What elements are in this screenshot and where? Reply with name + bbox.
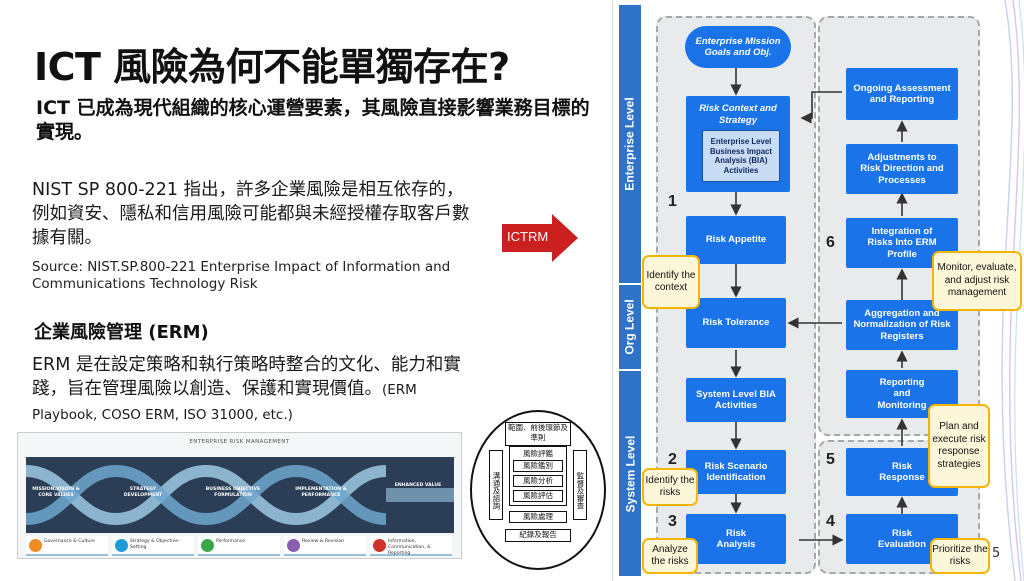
erm-banner: ENTERPRISE RISK MANAGEMENT MISSION,VISIO… [17, 432, 462, 559]
step-number-3: 3 [668, 513, 677, 530]
note-plan-execute: Plan and execute risk response strategie… [928, 404, 990, 488]
erm-component-review: Review & Revision [284, 536, 366, 556]
erm-component-label: Governance & Culture [44, 539, 95, 544]
erm-stage-5: ENHANCED VALUE [394, 483, 442, 488]
governance-icon [29, 539, 42, 552]
circle-monitoring-box: 監督及審查 [573, 450, 587, 520]
step-number-6: 6 [826, 234, 835, 251]
ictrm-arrow-icon [502, 214, 578, 262]
system-bia-box: System Level BIA Activities [686, 378, 786, 422]
note-analyze-risks: Analyze the risks [642, 538, 698, 574]
bia-box: Enterprise Level Business Impact Analysi… [702, 130, 780, 182]
erm-banner-header: ENTERPRISE RISK MANAGEMENT [189, 439, 290, 445]
nist-paragraph: NIST SP 800-221 指出，許多企業風險是相互依存的，例如資安、隱私和… [32, 180, 470, 248]
circle-step-identification: 風險鑑別 [513, 460, 563, 472]
reporting-monitoring-box: Reporting and Monitoring [846, 370, 958, 418]
erm-component-governance: Governance & Culture [26, 536, 108, 556]
erm-heading: 企業風險管理 (ERM) [34, 322, 209, 343]
risk-appetite-box: Risk Appetite [686, 216, 786, 264]
circle-communication-box: 溝通及諮詢 [489, 450, 503, 520]
erm-component-information: Information, Communication, & Reporting [370, 536, 452, 556]
circle-reporting-box: 紀錄及報告 [505, 529, 571, 542]
erm-component-label: Performance [216, 539, 246, 544]
risk-scenario-box: Risk Scenario Identification [686, 450, 786, 494]
ictrm-connectors [730, 68, 908, 546]
circle-step-assessment: 風險評鑑 [513, 449, 563, 460]
note-prioritize-risks: Prioritize the risks [930, 538, 990, 574]
risk-tolerance-box: Risk Tolerance [686, 298, 786, 348]
slide-title: ICT 風險為何不能單獨存在? [34, 45, 510, 89]
risk-context-title: Risk Context and Strategy [699, 103, 777, 126]
level-enterprise: Enterprise Level [618, 4, 642, 284]
level-system: System Level [618, 370, 642, 577]
note-identify-risks: Identify the risks [642, 468, 698, 506]
step-number-1: 1 [668, 193, 677, 210]
ongoing-assessment-box: Ongoing Assessment and Reporting [846, 68, 958, 120]
information-icon [373, 539, 386, 552]
erm-stage-4: IMPLEMENTATION & PERFORMANCE [295, 487, 347, 498]
erm-references: (ERM Playbook, COSO ERM, ISO 31000, etc.… [32, 382, 417, 423]
page-number: 5 [992, 546, 1001, 561]
step-number-4: 4 [826, 513, 835, 530]
circle-scope-box: 範圍、前後環節及準則 [505, 422, 571, 446]
erm-component-label: Strategy & Objective-Setting [130, 539, 180, 550]
circle-treatment-box: 風險處理 [509, 511, 567, 523]
erm-component-performance: Performance [198, 536, 280, 556]
adjustments-box: Adjustments to Risk Direction and Proces… [846, 144, 958, 194]
ictrm-arrow-label: ICTRM [507, 229, 549, 244]
review-icon [287, 539, 300, 552]
enterprise-mission-oval: Enterprise Mission Goals and Obj. [685, 26, 791, 68]
circle-step-evaluation: 風險評估 [513, 490, 563, 502]
erm-component-strategy: Strategy & Objective-Setting [112, 536, 194, 556]
erm-stage-1: MISSION,VISION & CORE VALUES [32, 487, 80, 498]
erm-helix [26, 464, 454, 526]
risk-analysis-box: Risk Analysis [686, 514, 786, 564]
circle-step-analysis: 風險分析 [513, 475, 563, 487]
performance-icon [201, 539, 214, 552]
erm-definition: ERM 是在設定策略和執行策略時整合的文化、能力和實踐，旨在管理風險以創造、保護… [32, 355, 461, 399]
note-identify-context: Identify the context [642, 255, 700, 309]
erm-component-label: Review & Revision [302, 539, 345, 544]
step-number-5: 5 [826, 451, 835, 468]
source-citation: Source: NIST.SP.800-221 Enterprise Impac… [32, 259, 451, 292]
erm-stage-2: STRATEGY DEVELOPMENT [123, 487, 163, 498]
strategy-icon [115, 539, 128, 552]
erm-paragraph: ERM 是在設定策略和執行策略時整合的文化、能力和實踐，旨在管理風險以創造、保護… [32, 353, 477, 427]
erm-component-label: Information, Communication, & Reporting [388, 539, 431, 556]
erm-stage-3: BUSINESS OBJECTIVE FORMULATION [205, 487, 261, 498]
level-org: Org Level [618, 284, 642, 370]
step-number-2: 2 [668, 451, 677, 468]
note-monitor-evaluate: Monitor, evaluate, and adjust risk manag… [932, 251, 1022, 311]
slide-subtitle: ICT 已成為現代組織的核心運營要素，其風險直接影響業務目標的實現。 [36, 97, 590, 143]
